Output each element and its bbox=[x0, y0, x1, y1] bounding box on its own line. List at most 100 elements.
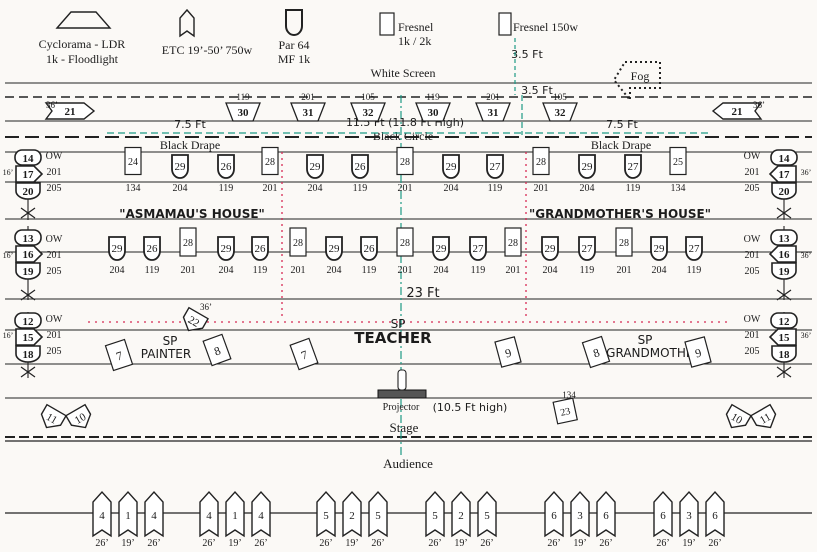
boom-lamp-top bbox=[14, 229, 42, 246]
floor-fresnel-2: 7 bbox=[289, 337, 319, 371]
gel-label-row2: 134 bbox=[126, 183, 141, 194]
boom-side-angle-right: 36’ bbox=[801, 331, 812, 340]
fixture-number: 24 bbox=[128, 157, 138, 168]
cyc-gel-label: 119 bbox=[236, 92, 250, 102]
cyc-gel-label: 201 bbox=[301, 92, 315, 102]
fixture-number: 29 bbox=[329, 243, 341, 255]
par-can-body bbox=[143, 236, 161, 261]
boom-lamp-bottom bbox=[15, 345, 41, 363]
fresnel-body bbox=[289, 227, 307, 257]
fixture-number: 20 bbox=[23, 186, 35, 198]
painter-label: PAINTER bbox=[141, 347, 191, 361]
ellipsoid-body bbox=[451, 490, 471, 538]
par-can-row3-0: 29 bbox=[108, 236, 126, 261]
fixture-number: 14 bbox=[23, 153, 35, 165]
audience-angle-label: 19’ bbox=[454, 538, 467, 549]
grandmother-house-label: "GRANDMOTHER'S HOUSE" bbox=[529, 207, 711, 221]
ellipsoid-body bbox=[251, 490, 271, 538]
par-can-row2-7: 29 bbox=[442, 154, 460, 179]
fixture-number: 30 bbox=[238, 107, 250, 119]
fixture-number: 1 bbox=[232, 510, 238, 522]
fixture-number: 28 bbox=[508, 238, 518, 249]
fixture-number: 29 bbox=[654, 243, 666, 255]
fixture-number: 31 bbox=[303, 107, 314, 119]
boom-base-4b bbox=[776, 289, 792, 301]
gel-label-row2: 119 bbox=[353, 183, 368, 194]
legend-fresnel-label-2: 1k / 2k bbox=[398, 34, 431, 48]
fixture-number: 28 bbox=[536, 157, 546, 168]
par-can-row2-2: 26 bbox=[217, 154, 235, 179]
audience-angle-label: 26’ bbox=[547, 538, 560, 549]
boom-lamp-bottom bbox=[771, 262, 797, 280]
ellipsoid-body bbox=[544, 490, 564, 538]
floor-fresnel-body bbox=[684, 336, 712, 368]
boom-gel-right: 205 bbox=[745, 266, 760, 277]
fixture-number: 6 bbox=[660, 510, 666, 522]
par-can-body bbox=[469, 236, 487, 261]
dim-7-5-left: 7.5 Ft bbox=[174, 118, 206, 131]
audience-ellipsoid-0-0: 4 bbox=[92, 490, 112, 538]
ellipsoid-body bbox=[118, 490, 138, 538]
legend-cyclorama-label: Cyclorama - LDR bbox=[39, 37, 126, 51]
etc-legend-icon bbox=[179, 8, 195, 38]
par-can-body bbox=[217, 236, 235, 261]
fixture-number: 4 bbox=[258, 510, 264, 522]
fixture-number: 27 bbox=[582, 243, 594, 255]
boom-gel-right: 201 bbox=[745, 250, 760, 261]
fresnel-body bbox=[396, 227, 414, 257]
par-can-body bbox=[578, 154, 596, 179]
par-can-body bbox=[171, 154, 189, 179]
gel-label-row2: 201 bbox=[398, 183, 413, 194]
fixture-number: 26 bbox=[364, 243, 376, 255]
fixture-number: 16 bbox=[23, 249, 35, 261]
foh-right-10: 10 bbox=[725, 403, 752, 429]
audience-ellipsoid-1-1: 1 bbox=[225, 490, 245, 538]
audience-ellipsoid-5-2: 6 bbox=[705, 490, 725, 538]
gel-label-row3: 201 bbox=[291, 265, 306, 276]
fixture-number: 26 bbox=[221, 161, 233, 173]
fresnel-body bbox=[532, 146, 550, 176]
boom-side-angle-left: 16’ bbox=[3, 331, 14, 340]
par-can-row3-1: 26 bbox=[143, 236, 161, 261]
fixture-number: 12 bbox=[779, 316, 791, 328]
par-can-body bbox=[578, 236, 596, 261]
sp-grandmother-tag: SP bbox=[638, 333, 653, 347]
legend-par-label: Par 64 bbox=[279, 38, 310, 52]
boom-gel-left: 205 bbox=[47, 266, 62, 277]
boom-lamp-top bbox=[14, 312, 42, 329]
fresnel-body bbox=[124, 146, 142, 176]
ellipsoid-body bbox=[92, 490, 112, 538]
boom-lamp-mid bbox=[768, 165, 797, 183]
fresnel-row2-3: 28 bbox=[261, 146, 279, 176]
par-can-row2-5: 26 bbox=[351, 154, 369, 179]
floor-fresnel-4: 8 bbox=[581, 335, 611, 369]
gel-label-row3: 119 bbox=[145, 265, 160, 276]
fixture-number: 13 bbox=[23, 233, 35, 245]
fixture-number: 19 bbox=[23, 266, 35, 278]
par-can-body bbox=[685, 236, 703, 261]
fixture-number: 17 bbox=[779, 169, 791, 181]
dim-3-5-b: 3.5 Ft bbox=[521, 84, 553, 97]
audience-ellipsoid-2-2: 5 bbox=[368, 490, 388, 538]
fixture-number: 30 bbox=[428, 107, 440, 119]
fresnel-body bbox=[504, 227, 522, 257]
fixture-number: 11 bbox=[758, 411, 773, 427]
sp-teacher-tag: SP bbox=[391, 317, 406, 331]
fog-machine-outline bbox=[612, 61, 661, 103]
boom-lamp-bottom bbox=[15, 182, 41, 200]
boom-gel-right: 201 bbox=[745, 167, 760, 178]
fixture-number: 1 bbox=[125, 510, 131, 522]
floor-fresnel-0: 7 bbox=[104, 338, 134, 372]
cyc-fixture-2: 32 bbox=[350, 102, 386, 122]
par-can-body bbox=[486, 154, 504, 179]
projector-label: Projector bbox=[383, 402, 420, 413]
floor-fresnel-3: 9 bbox=[494, 336, 522, 368]
ellipsoid-body bbox=[679, 490, 699, 538]
boom-lamp-mid bbox=[768, 245, 797, 263]
boom-gel-left: OW bbox=[46, 151, 63, 162]
fresnel-body bbox=[615, 227, 633, 257]
boom-side-angle-right: 36’ bbox=[801, 251, 812, 260]
cyc-fixture-0: 30 bbox=[225, 102, 261, 122]
par-can-body bbox=[650, 236, 668, 261]
